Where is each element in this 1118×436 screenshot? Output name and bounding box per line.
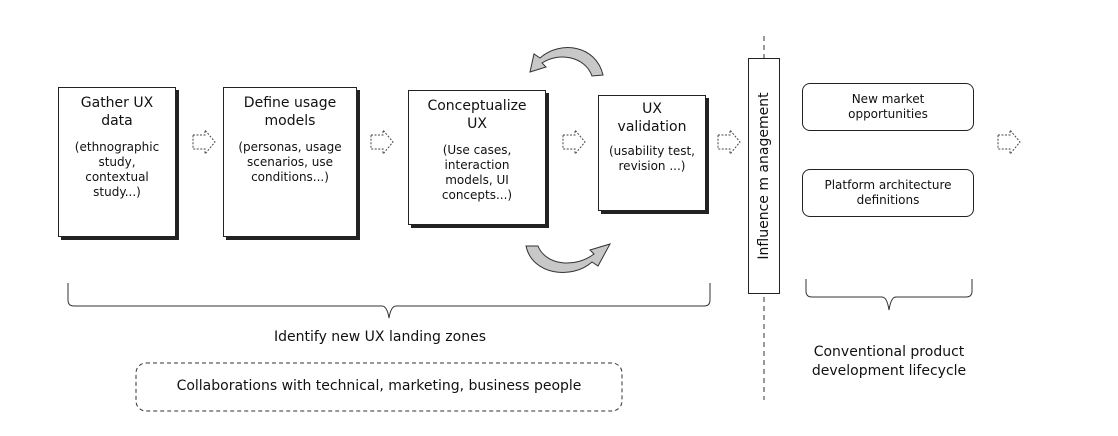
process-arrow (370, 129, 394, 155)
iteration-arrow-bottom (525, 243, 612, 273)
process-arrow (997, 129, 1021, 155)
brace-left-label: Identify new UX landing zones (274, 329, 486, 345)
collab-box (135, 362, 623, 412)
new-market-label: New market opportunities (848, 92, 928, 121)
stage-define: Define usage models (personas, usage sce… (223, 87, 357, 237)
stage-detail: (ethnographic study, contextual study...… (74, 140, 160, 199)
collab-label: Collaborations with technical, marketing… (176, 378, 582, 394)
brace-left (67, 283, 711, 319)
stage-validation: UX validation (usability test, revision … (598, 95, 706, 211)
platform-architecture-label: Platform architecture definitions (824, 178, 952, 207)
brace-right-label: Conventional product development lifecyc… (811, 344, 967, 379)
influence-management-label-wrap: Influence m anagement (748, 58, 780, 294)
stage-title: UX validation (617, 101, 687, 135)
influence-management-label: Influence m anagement (756, 92, 772, 260)
process-arrow (717, 129, 741, 155)
influence-management-box (748, 58, 780, 294)
process-arrow (562, 129, 586, 155)
new-market-box: New market opportunities (802, 83, 974, 131)
stage-detail: (Use cases, interaction models, UI conce… (441, 143, 513, 202)
stage-title: Gather UX data (80, 95, 154, 129)
stage-detail: (usability test, revision ...) (609, 144, 695, 173)
stage-detail: (personas, usage scenarios, use conditio… (238, 140, 342, 184)
platform-architecture-box: Platform architecture definitions (802, 169, 974, 217)
process-arrow (192, 129, 216, 155)
iteration-arrow-top (529, 47, 604, 77)
stage-title: Conceptualize UX (427, 98, 527, 132)
stage-title: Define usage models (243, 95, 337, 129)
stage-gather: Gather UX data (ethnographic study, cont… (58, 87, 176, 237)
stage-conceptualize: Conceptualize UX (Use cases, interaction… (408, 90, 546, 225)
brace-right (805, 279, 973, 311)
